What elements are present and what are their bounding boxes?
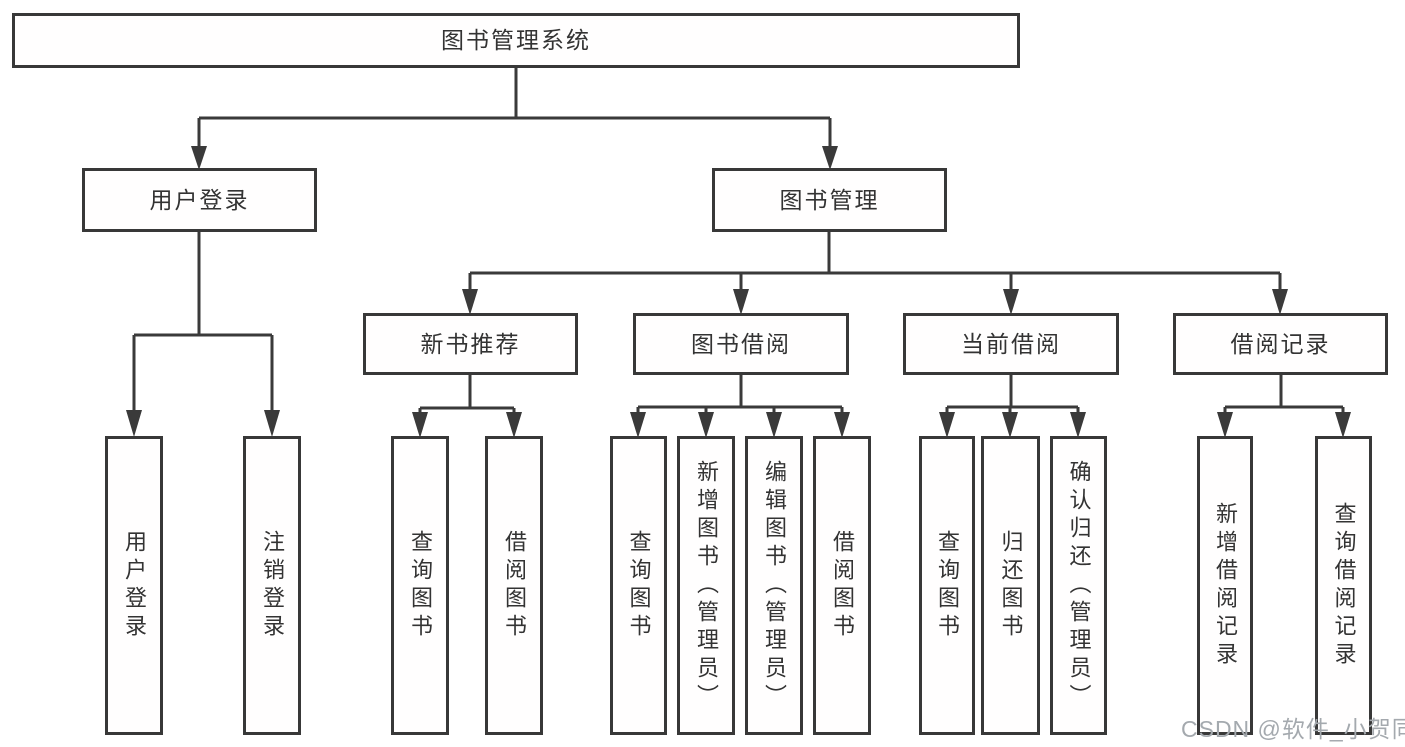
leaf-query-books-current: 查询图书 xyxy=(919,436,975,735)
node-new-book-recommendation: 新书推荐 xyxy=(363,313,578,375)
leaf-confirm-return-admin: 确认归还（管理员） xyxy=(1050,436,1107,735)
leaf-return-books: 归还图书 xyxy=(981,436,1040,735)
leaf-borrow-books: 借阅图书 xyxy=(813,436,871,735)
node-user-login: 用户登录 xyxy=(82,168,317,232)
connector-new-book-children xyxy=(412,374,522,438)
leaf-add-books-admin: 新增图书（管理员） xyxy=(677,436,735,735)
leaf-query-books-recommend: 查询图书 xyxy=(391,436,449,735)
connector-current-borrow-children xyxy=(939,374,1086,438)
node-book-borrowing: 图书借阅 xyxy=(633,313,849,375)
node-borrowing-records: 借阅记录 xyxy=(1173,313,1388,375)
node-current-borrowing: 当前借阅 xyxy=(903,313,1119,375)
connector-root-to-level1 xyxy=(191,68,838,170)
leaf-user-login: 用户登录 xyxy=(105,436,163,735)
connector-user-login-children xyxy=(126,232,280,437)
leaf-add-borrow-record: 新增借阅记录 xyxy=(1197,436,1253,735)
csdn-watermark: CSDN @软件_小贺同学 xyxy=(1181,716,1405,742)
connector-book-borrow-children xyxy=(630,374,850,438)
connector-borrow-records-children xyxy=(1217,374,1351,438)
connector-book-management-children xyxy=(462,232,1288,315)
leaf-query-borrow-record: 查询借阅记录 xyxy=(1315,436,1372,735)
leaf-edit-books-admin: 编辑图书（管理员） xyxy=(745,436,803,735)
leaf-query-books-borrowing: 查询图书 xyxy=(610,436,667,735)
node-library-management-system: 图书管理系统 xyxy=(12,13,1020,68)
leaf-logout: 注销登录 xyxy=(243,436,301,735)
leaf-borrow-books-recommend: 借阅图书 xyxy=(485,436,543,735)
node-book-management: 图书管理 xyxy=(712,168,947,232)
